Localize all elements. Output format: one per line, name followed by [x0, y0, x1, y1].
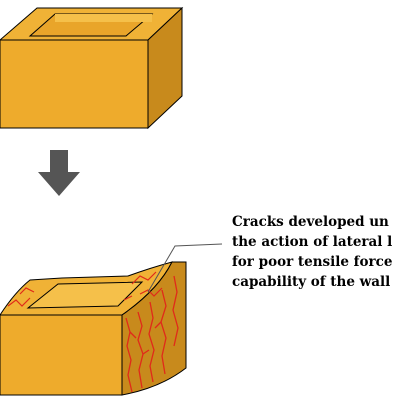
intact-box-front-face: [0, 39, 149, 129]
arrow-shaft: [50, 150, 68, 172]
crack-line: [139, 287, 163, 297]
crack-line: [123, 295, 133, 301]
caption-line-4: capability of the wall: [232, 274, 390, 290]
crack-line: [160, 289, 167, 375]
crack-line: [131, 271, 157, 285]
cracked-box-side-face: [121, 261, 187, 396]
caption: Cracks developed un the action of latera…: [232, 214, 392, 290]
caption-line-2: the action of lateral l: [232, 234, 392, 250]
caption-line-1: Cracks developed un: [232, 214, 389, 230]
crack-line: [154, 321, 162, 329]
intact-box-side-face: [147, 6, 183, 130]
crack-line: [172, 275, 179, 347]
crack-line: [7, 297, 31, 307]
cracked-box-opening: [26, 281, 144, 309]
caption-leader-line: [147, 243, 223, 293]
intact-box-inner-back: [55, 14, 152, 22]
transition-arrow: [38, 150, 80, 196]
cracked-box: [0, 261, 187, 396]
crack-line: [125, 317, 133, 393]
side-face-cracks: [125, 275, 179, 393]
crack-line: [129, 331, 137, 339]
cracked-box-front-face: [0, 314, 123, 396]
crack-line: [137, 311, 144, 389]
caption-line-3: for poor tensile force: [232, 254, 392, 270]
intact-box: [0, 6, 184, 130]
crack-line: [19, 287, 35, 295]
top-face-cracks: [7, 271, 163, 307]
arrow-head: [38, 172, 80, 196]
crack-line: [148, 301, 155, 383]
crack-line: [142, 349, 150, 355]
